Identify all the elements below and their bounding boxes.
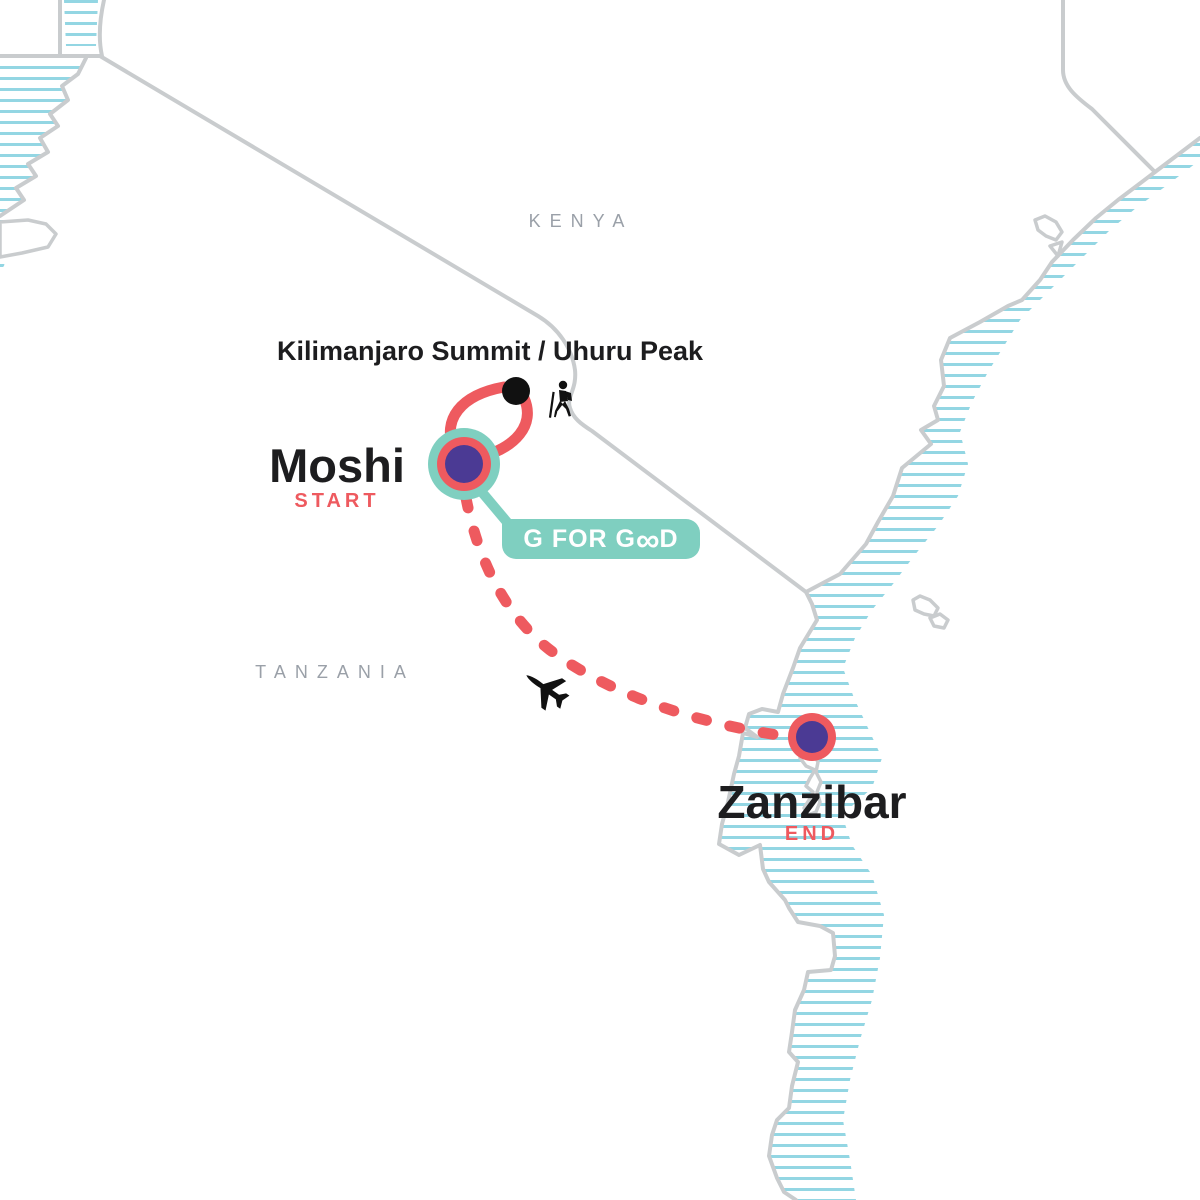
lake-peninsula	[0, 218, 58, 259]
lake-hatching	[0, 0, 98, 270]
flight-route-dashed	[460, 492, 798, 743]
summit-dot	[502, 377, 530, 405]
zanzibar-island	[798, 746, 823, 817]
badge-text-suffix: D	[659, 524, 679, 553]
moshi-status-label: START	[294, 490, 380, 512]
summit-label: Kilimanjaro Summit / Uhuru Peak	[276, 336, 704, 366]
hiker-icon	[548, 380, 572, 418]
country-borders	[0, 0, 1157, 594]
lake-victoria-shore	[97, 0, 106, 58]
lamu-islands	[1033, 214, 1064, 242]
country-label-tanzania: TANZANIA	[255, 662, 415, 682]
moshi-marker	[428, 428, 500, 500]
zanzibar-marker	[788, 713, 836, 761]
moshi-label: Moshi	[269, 439, 405, 492]
pemba-island	[911, 594, 940, 618]
zanzibar-status-label: END	[784, 823, 840, 845]
islands	[0, 214, 1064, 817]
airplane-icon	[526, 675, 570, 711]
kenya-tanzania-border	[98, 54, 808, 594]
kenya-somalia-border	[1061, 0, 1157, 174]
ocean-hatching	[719, 138, 1200, 1200]
badge-text-prefix: G FOR G	[523, 524, 636, 553]
country-label-kenya: KENYA	[528, 211, 634, 231]
g-for-good-badge: G FOR G∞D	[502, 519, 700, 559]
zanzibar-label: Zanzibar	[717, 776, 907, 828]
